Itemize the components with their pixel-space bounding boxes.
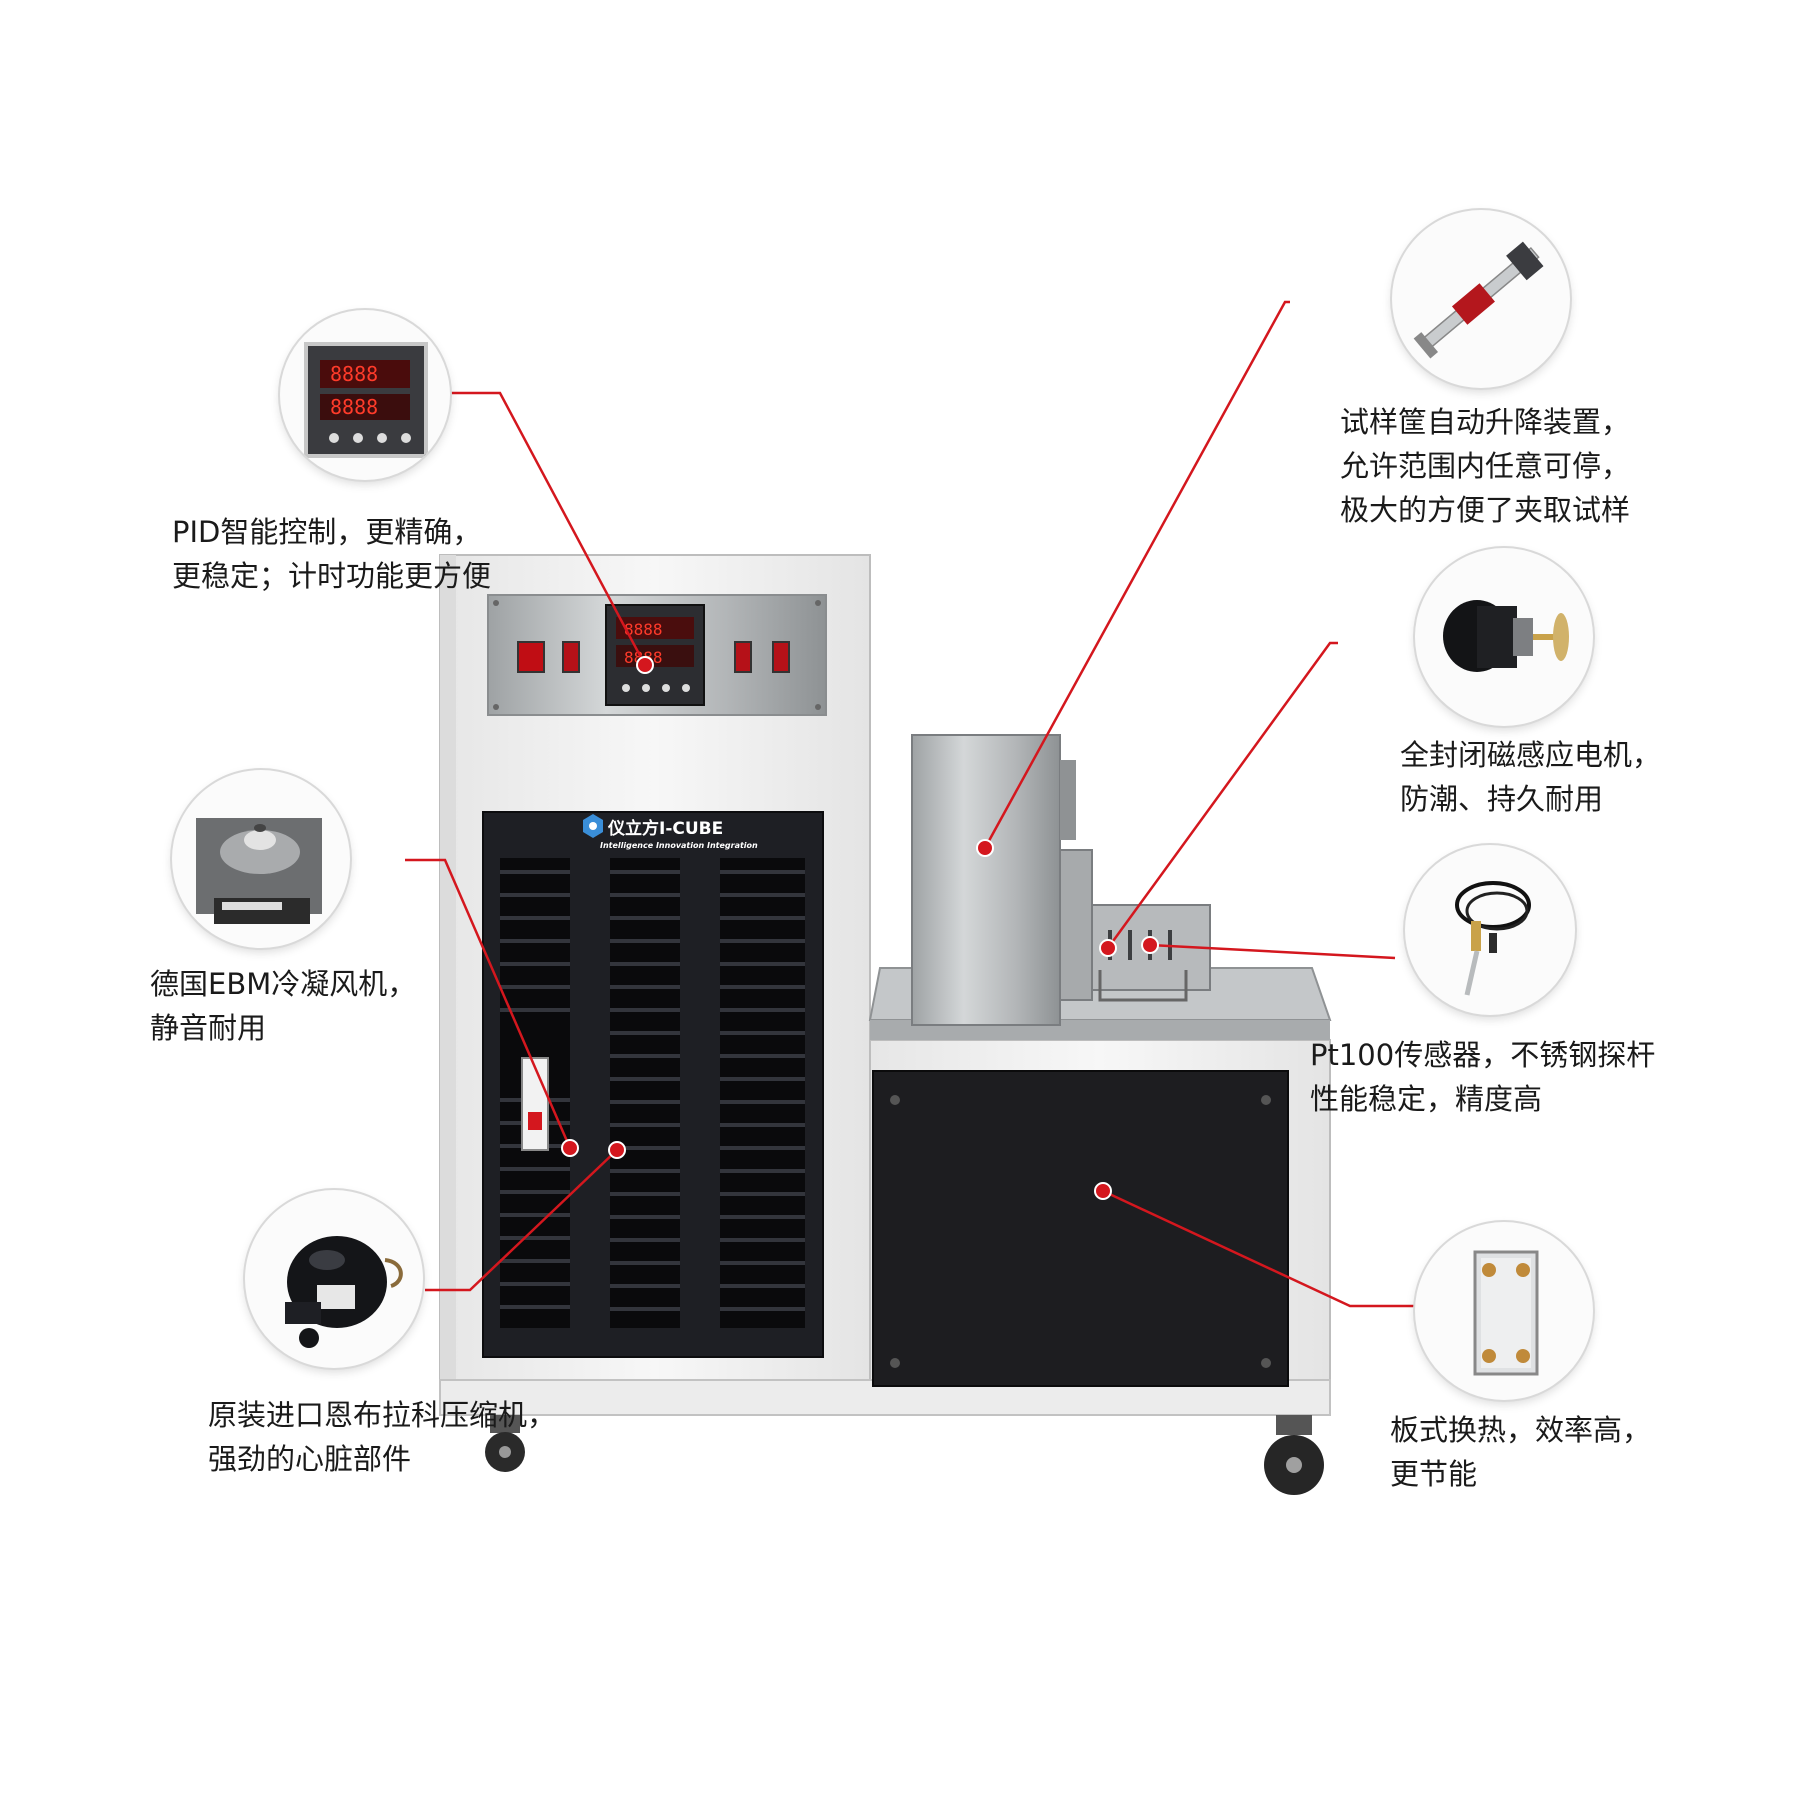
rocker-switch-left[interactable] xyxy=(562,641,580,673)
pid-controller-bubble: 8888 8888 xyxy=(280,310,450,480)
pid-controller-icon: 8888 8888 xyxy=(304,342,428,458)
brand-tagline: Intelligence Innovation Integration xyxy=(600,841,758,850)
callout-line: PID智能控制，更精确， xyxy=(172,515,482,549)
caster-left xyxy=(485,1415,525,1472)
lift-actuator-icon xyxy=(1413,241,1544,359)
callout-line: 静音耐用 xyxy=(150,1011,267,1045)
right-cabinet xyxy=(439,734,1332,1416)
svg-text:8888: 8888 xyxy=(330,395,378,419)
side-access-panel xyxy=(872,1070,1289,1387)
callout-line: 防潮、持久耐用 xyxy=(1400,782,1604,816)
heat-exchanger-icon xyxy=(1473,1250,1539,1376)
brand-logo: 仪立方I-CUBE Intelligence Innovation Integr… xyxy=(583,814,758,850)
callout-pid-text: PID智能控制，更精确， 更稳定；计时功能更方便 xyxy=(172,510,491,598)
callout-line: 更稳定；计时功能更方便 xyxy=(172,559,492,593)
power-switch[interactable] xyxy=(517,641,545,673)
condenser-fan-icon xyxy=(196,818,322,924)
svg-text:8888: 8888 xyxy=(624,620,663,639)
callout-lines xyxy=(405,300,1415,1308)
callout-exchanger-text: 板式换热，效率高， 更节能 xyxy=(1390,1408,1651,1496)
compressor-bubble xyxy=(245,1190,423,1368)
callout-line: 德国EBM冷凝风机， xyxy=(150,967,417,1001)
callout-line: 板式换热，效率高， xyxy=(1390,1413,1652,1447)
callout-line: 允许范围内任意可停， xyxy=(1340,449,1631,483)
callout-line: 全封闭磁感应电机， xyxy=(1400,738,1662,772)
caster-right xyxy=(1264,1415,1324,1495)
callout-motor-text: 全封闭磁感应电机， 防潮、持久耐用 xyxy=(1400,733,1661,821)
circuit-breaker[interactable] xyxy=(521,1057,549,1151)
motor-bubble xyxy=(1415,548,1593,726)
rocker-switch-right-1[interactable] xyxy=(734,641,752,673)
callout-line: Pt100传感器，不锈钢探杆 xyxy=(1310,1038,1656,1072)
callout-sensor-text: Pt100传感器，不锈钢探杆 性能稳定，精度高 xyxy=(1310,1033,1655,1121)
lift-actuator-bubble xyxy=(1392,210,1570,388)
callout-line: 性能稳定，精度高 xyxy=(1310,1082,1543,1116)
callout-line: 强劲的心脏部件 xyxy=(208,1442,412,1476)
lift-tower xyxy=(911,734,1061,1026)
heat-exchanger-bubble xyxy=(1415,1222,1593,1400)
callout-line: 试样筐自动升降装置， xyxy=(1340,405,1631,439)
callout-compressor-text: 原装进口恩布拉科压缩机， 强劲的心脏部件 xyxy=(208,1393,556,1481)
brand-name: 仪立方I-CUBE xyxy=(607,818,723,839)
condenser-fan-bubble xyxy=(172,770,350,948)
left-cabinet: 8888 8888 xyxy=(439,554,1200,1414)
svg-text:8888: 8888 xyxy=(330,362,378,386)
callout-line: 极大的方便了夹取试样 xyxy=(1340,493,1631,527)
rocker-switch-right-2[interactable] xyxy=(772,641,790,673)
motor-icon xyxy=(1443,600,1569,672)
callout-line: 更节能 xyxy=(1390,1457,1478,1491)
pt100-sensor-bubble xyxy=(1405,845,1575,1015)
callout-fan-text: 德国EBM冷凝风机， 静音耐用 xyxy=(150,962,416,1050)
pt100-sensor-icon xyxy=(1455,881,1531,996)
compressor-icon xyxy=(285,1236,403,1348)
callout-lift-text: 试样筐自动升降装置， 允许范围内任意可停， 极大的方便了夹取试样 xyxy=(1340,400,1630,532)
callout-line: 原装进口恩布拉科压缩机， xyxy=(208,1398,557,1432)
callout-dots xyxy=(561,656,1159,1200)
